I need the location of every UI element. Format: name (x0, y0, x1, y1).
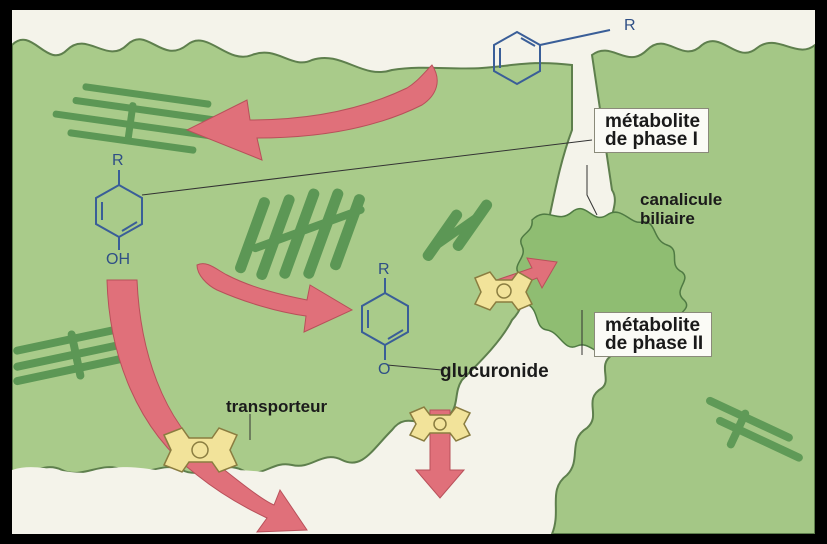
diagram-canvas (12, 10, 815, 534)
label-canalicule-line1: canalicule (640, 190, 722, 209)
hepatocyte-diagram: R R OH R O métabolite de phase I métabol… (12, 10, 815, 534)
label-glucuronide: glucuronide (440, 362, 549, 381)
label-canalicule: canalicule biliaire (640, 190, 722, 228)
label-phase2-metabolite: métabolite de phase II (594, 312, 712, 357)
substituent-r-phase2: R (378, 262, 390, 278)
oxygen-group: O (378, 362, 390, 378)
hydroxyl-group: OH (106, 252, 130, 268)
label-canalicule-line2: biliaire (640, 209, 722, 228)
substituent-r-top: R (624, 18, 636, 34)
label-phase1-metabolite: métabolite de phase I (594, 108, 709, 153)
label-phase2-line2: de phase II (605, 335, 703, 353)
label-phase1-line2: de phase I (605, 131, 700, 149)
substituent-r-phase1: R (112, 153, 124, 169)
label-transporteur: transporteur (226, 398, 327, 415)
